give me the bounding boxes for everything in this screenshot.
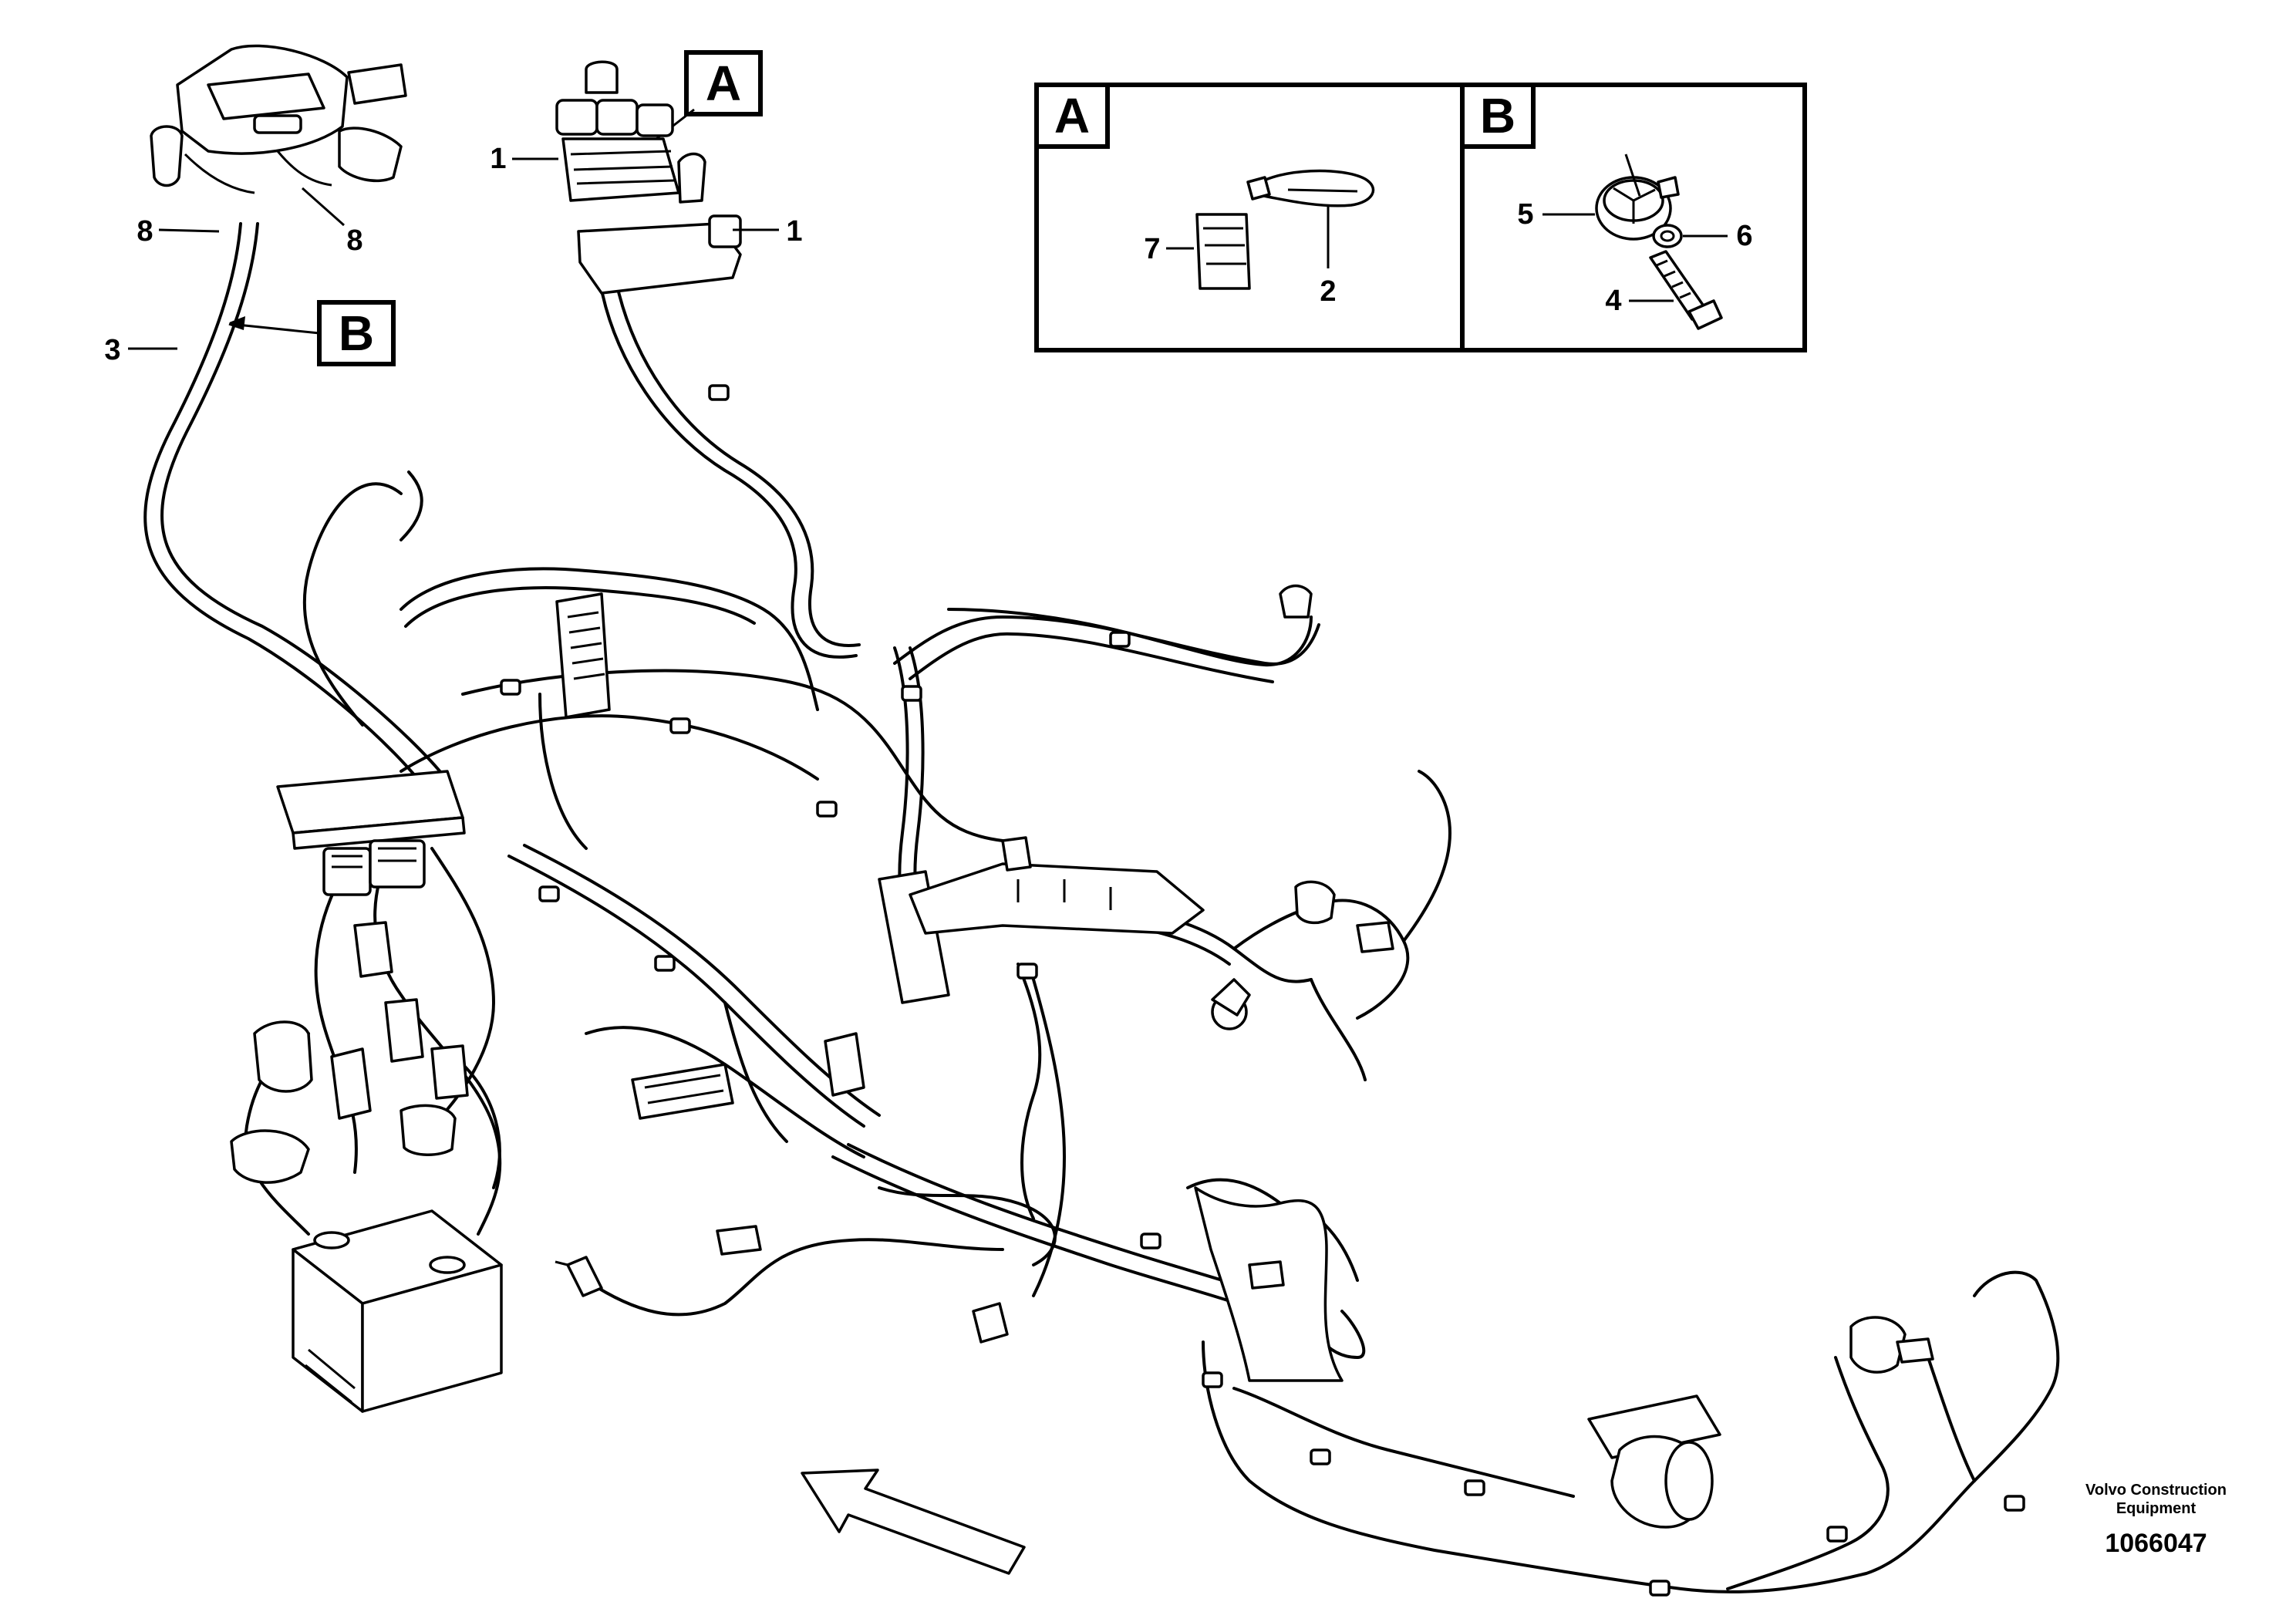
reference-label-a: A [626, 50, 763, 162]
callouts-main: 1 1 8 8 3 [104, 143, 802, 366]
harness-bundle-primary [143, 220, 443, 787]
battery [292, 1209, 503, 1413]
brand-line-1: Volvo Construction [2085, 1482, 2227, 1499]
detail-b-label: B [1480, 88, 1515, 143]
detail-view-a: A 7 2 [1034, 83, 1483, 352]
ecu-module-center [555, 592, 611, 719]
washer-part [1652, 224, 1683, 248]
callout-8-left: 8 [137, 215, 153, 248]
bulb-connector-right [1211, 978, 1251, 1030]
callout-3: 3 [104, 334, 120, 366]
temperature-sender [555, 1225, 762, 1297]
cable-tie-part [1246, 169, 1375, 207]
drawing-number: 1066047 [2105, 1529, 2207, 1558]
reference-label-b: B [225, 300, 396, 366]
bracket-lower-right [1194, 1186, 1344, 1382]
sensor-bottom-right [1849, 1316, 1934, 1374]
callout-7: 7 [1144, 233, 1160, 265]
callout-5: 5 [1517, 198, 1533, 231]
forward-direction-arrow [801, 1469, 1026, 1575]
control-panel-top-left [150, 44, 407, 194]
clip-part [1195, 213, 1251, 290]
fuse-relay-box-left [276, 770, 466, 896]
sensor-upper-right [1279, 584, 1394, 953]
center-connector-block [631, 870, 950, 1120]
callout-6: 6 [1736, 220, 1752, 252]
detail-a-label: A [1054, 88, 1090, 143]
callout-1-right: 1 [786, 215, 802, 248]
callout-8-right: 8 [346, 224, 362, 257]
horn-lower-right [1587, 1394, 1721, 1529]
bolt-part [1649, 250, 1723, 330]
callout-1-top: 1 [490, 143, 506, 175]
detail-view-b: B 5 6 4 [1460, 83, 1807, 352]
brand-line-2: Equipment [2116, 1500, 2197, 1517]
engine-components-lower-left [230, 921, 469, 1184]
svg-text:B: B [339, 305, 374, 361]
svg-text:A: A [706, 56, 741, 111]
connector-lower-center [972, 1302, 1009, 1344]
callout-2: 2 [1320, 275, 1336, 308]
callout-4: 4 [1605, 285, 1621, 317]
switch-group-top [555, 60, 742, 295]
drawing-footer: Volvo Construction Equipment 1066047 [2085, 1481, 2227, 1559]
relay-plate-right [909, 836, 1205, 935]
grommet-part [1595, 153, 1680, 241]
cable-clips [500, 384, 2025, 1597]
